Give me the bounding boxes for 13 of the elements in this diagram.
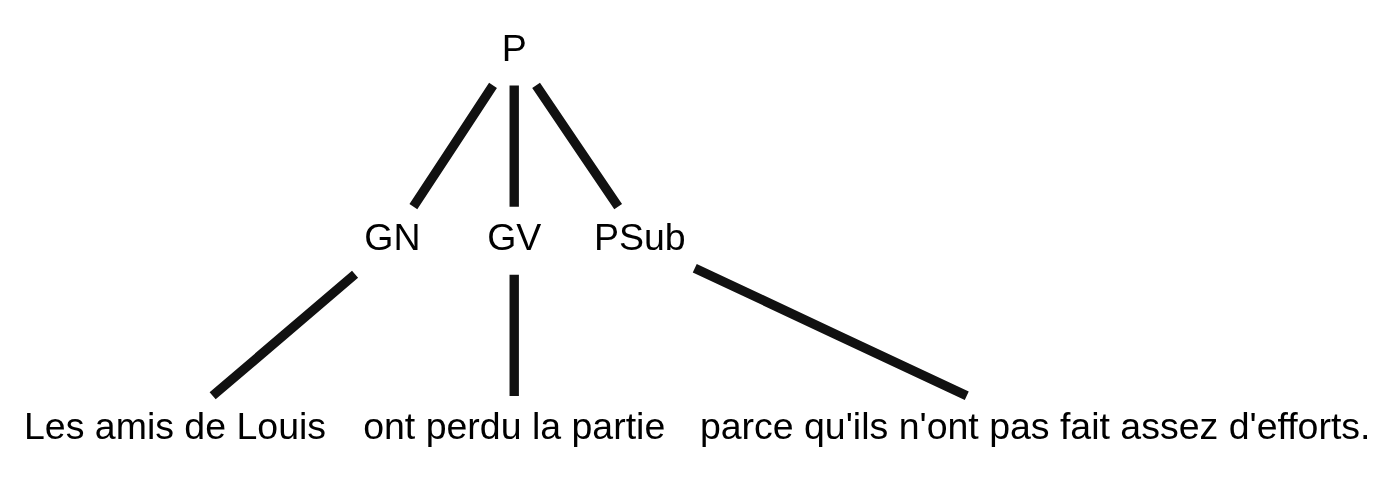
connector [509, 84, 519, 207]
node-text: parce qu'ils n'ont pas fait assez d'efforts. [699, 404, 1371, 447]
node-text: ont perdu la partie [363, 404, 666, 447]
node-text: P [501, 26, 527, 69]
node-text: Les amis de Louis [24, 404, 327, 447]
node-text: GV [487, 215, 542, 258]
connector [692, 263, 969, 400]
connector [532, 82, 623, 209]
connector [409, 82, 497, 209]
connector [209, 270, 359, 399]
connector [509, 274, 519, 396]
node-text: GN [364, 215, 421, 258]
node-text: PSub [593, 215, 686, 258]
